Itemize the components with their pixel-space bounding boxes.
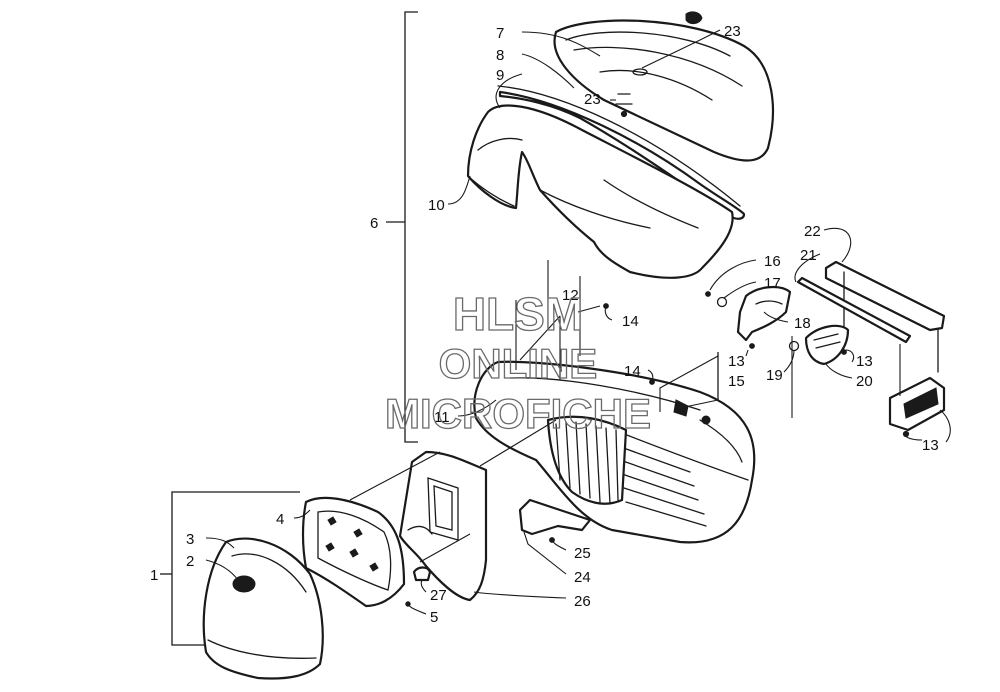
- backrest-pad: [202, 537, 324, 680]
- backrest-emblem: [232, 575, 256, 593]
- callout-3: 3: [186, 531, 194, 548]
- seat-cushion: [553, 19, 774, 162]
- callout-20: 20: [856, 373, 873, 390]
- callout-11: 11: [434, 409, 450, 426]
- callout-25: 25: [574, 545, 591, 562]
- seat-base: [466, 104, 734, 279]
- callout-22: 22: [804, 223, 821, 240]
- callout-23-lower: 23: [584, 91, 601, 108]
- support-bracket: [518, 498, 592, 536]
- callout-16: 16: [764, 253, 781, 270]
- rack-strap: [796, 276, 912, 344]
- leader-lines: [205, 29, 951, 615]
- callout-12: 12: [562, 287, 579, 304]
- fasteners: [405, 11, 910, 607]
- watermark: HLSM ONLINE MICROFICHE: [384, 287, 651, 437]
- callout-24: 24: [574, 569, 591, 586]
- watermark-line-1: HLSM: [453, 288, 583, 340]
- hinge-plate: [888, 376, 946, 432]
- latch-assembly: [804, 324, 850, 366]
- callout-1: 1: [150, 567, 158, 584]
- callout-6: 6: [370, 215, 378, 232]
- callout-7: 7: [496, 25, 504, 42]
- callout-14-lower: 14: [624, 363, 641, 380]
- callout-4: 4: [276, 511, 284, 528]
- callout-17: 17: [764, 275, 781, 292]
- callout-10: 10: [428, 197, 445, 214]
- watermark-line-2: ONLINE: [439, 340, 598, 387]
- callout-13-left: 13: [728, 353, 745, 370]
- callout-23-upper: 23: [724, 23, 741, 40]
- assembly-6-bracket: [386, 11, 418, 443]
- callout-26: 26: [574, 593, 591, 610]
- latch-bracket: [736, 286, 792, 342]
- rear-panel: [398, 450, 488, 602]
- callout-13-right: 13: [856, 353, 873, 370]
- callout-2: 2: [186, 553, 194, 570]
- callout-8: 8: [496, 47, 504, 64]
- tub-liner: [546, 415, 628, 505]
- callout-labels: 1 2 3 4 5 6 7 8 9 10 11 12 13 13 13 14 1…: [150, 23, 939, 626]
- callout-27: 27: [430, 587, 447, 604]
- backrest-frame: [301, 496, 406, 608]
- rack-bracket: [824, 260, 946, 373]
- callout-5: 5: [430, 609, 438, 626]
- callout-14-upper: 14: [622, 313, 639, 330]
- assembly-1-bracket: [160, 491, 300, 646]
- callout-9: 9: [496, 67, 504, 84]
- callout-15: 15: [728, 373, 745, 390]
- watermark-line-3: MICROFICHE: [385, 390, 651, 437]
- callout-21: 21: [800, 247, 817, 264]
- callout-18: 18: [794, 315, 811, 332]
- callout-19: 19: [766, 367, 783, 384]
- callout-13-bottom: 13: [922, 437, 939, 454]
